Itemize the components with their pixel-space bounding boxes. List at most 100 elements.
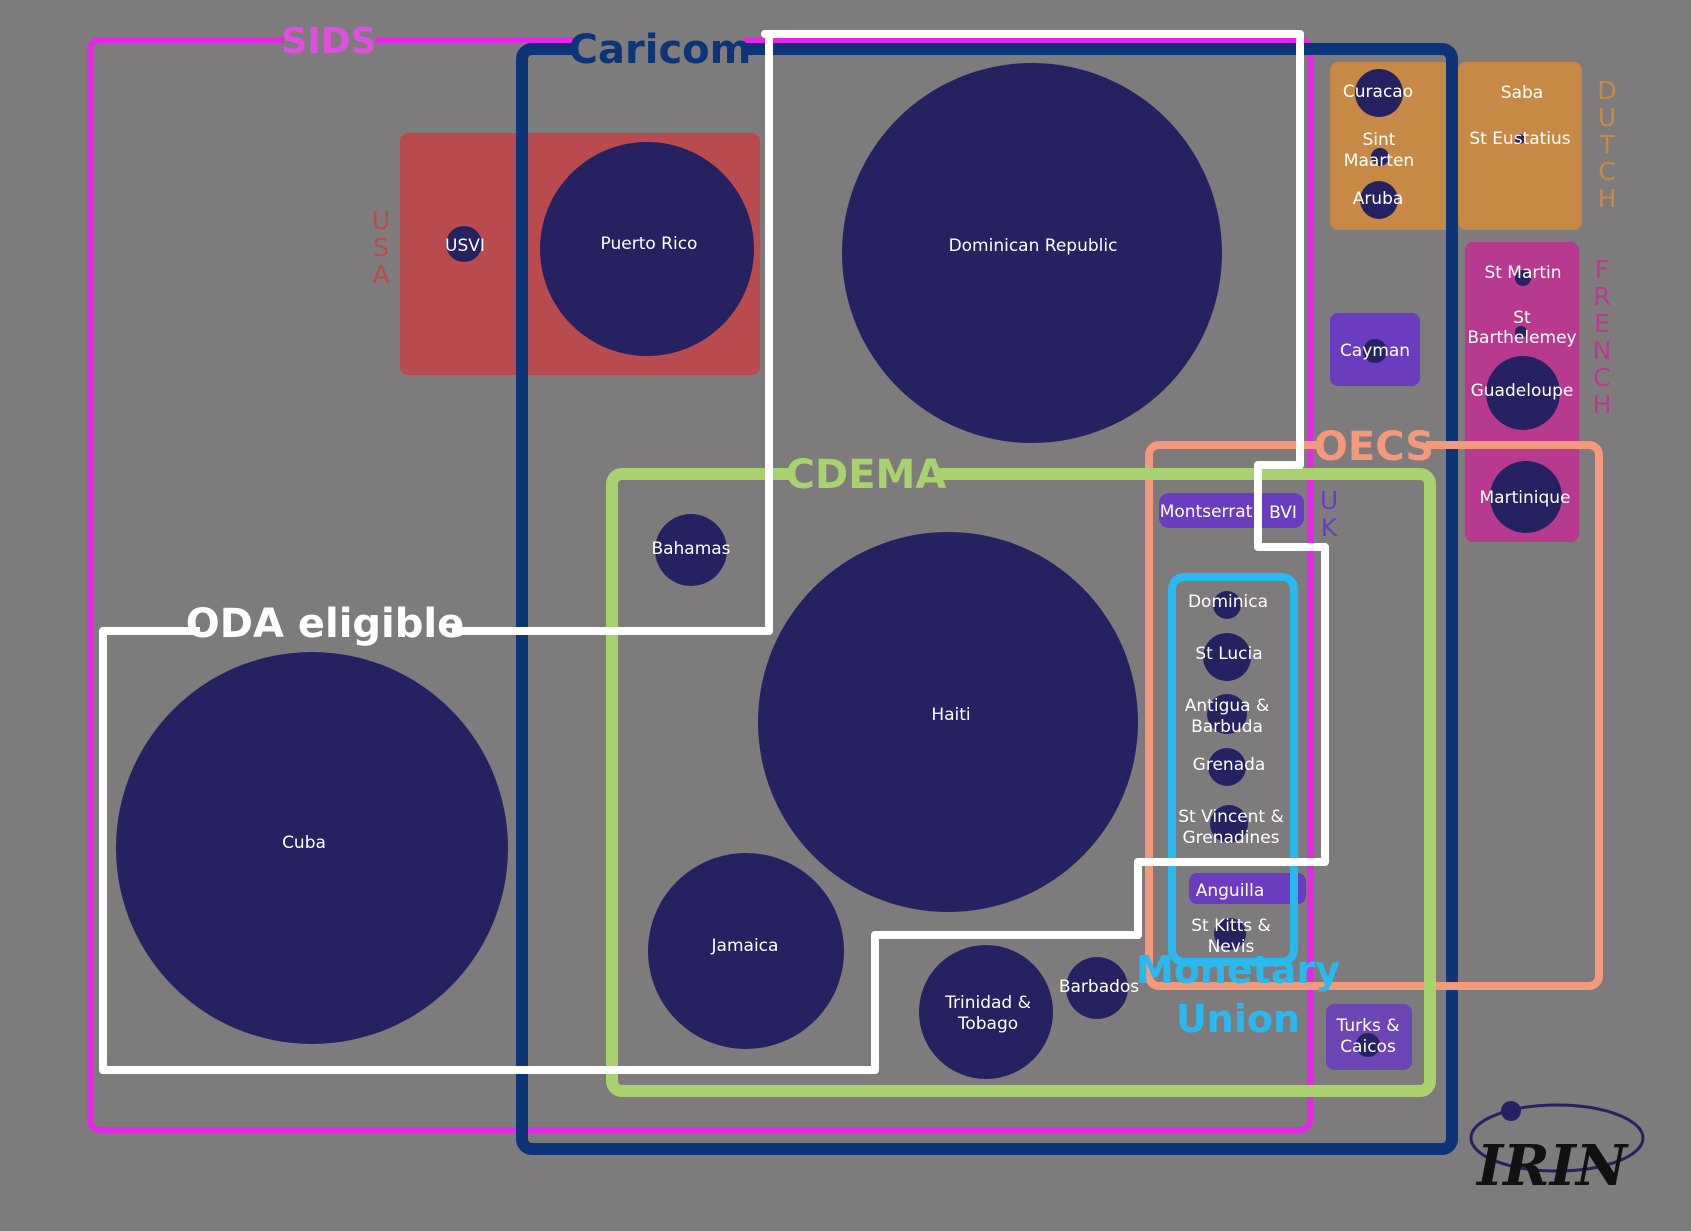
turks-label-line1: Turks &: [1336, 1016, 1400, 1036]
usa-label-letter: A: [372, 260, 389, 289]
uk-label-letter: K: [1321, 513, 1338, 542]
trinidad-label-line1: Trinidad &: [944, 993, 1031, 1013]
st-lucia-label: St Lucia: [1195, 644, 1262, 664]
haiti-circle: [758, 532, 1138, 912]
st-barthelemey-label-line2: Barthelemey: [1467, 328, 1576, 348]
bahamas-label: Bahamas: [651, 539, 730, 559]
turks-label-line2: Caicos: [1340, 1037, 1396, 1057]
guadeloupe-circle: [1486, 356, 1560, 430]
dutch-label-letter: D: [1597, 76, 1616, 105]
uk-label: UK: [1320, 486, 1338, 542]
bvi-label: BVI: [1269, 503, 1297, 523]
oda-label: ODA eligible: [186, 601, 464, 647]
antigua-circle: [1207, 694, 1247, 734]
saba-label: Saba: [1501, 83, 1543, 103]
trinidad-label-line2: Tobago: [957, 1014, 1018, 1034]
puerto-rico-label: Puerto Rico: [601, 234, 698, 254]
monetary-union-outline: [1168, 573, 1298, 966]
curacao-label: Curacao: [1343, 82, 1413, 102]
grenada-label: Grenada: [1193, 755, 1266, 775]
trinidad-circle: [919, 945, 1053, 1079]
curacao-circle: [1355, 69, 1403, 117]
cuba-label: Cuba: [282, 833, 326, 853]
st-barthelemey-circle: [1515, 326, 1527, 338]
irin-logo: IRIN: [1469, 1101, 1645, 1199]
usvi-label: USVI: [445, 236, 485, 256]
irin-logo-orbit: [1469, 1103, 1645, 1173]
barbados-circle: [1066, 957, 1128, 1019]
dutch-label-letter: U: [1598, 103, 1616, 132]
monetary-union-label-line2: Union: [1176, 997, 1300, 1041]
jamaica-circle: [648, 853, 844, 1049]
martinique-circle: [1490, 461, 1562, 533]
aruba-label: Aruba: [1353, 189, 1404, 209]
st-barthelemey-label-line1: St: [1513, 308, 1531, 328]
montserrat-bvi-block: [1159, 493, 1304, 528]
martinique-label: Martinique: [1480, 488, 1571, 508]
aruba-circle: [1360, 181, 1398, 219]
dominica-circle: [1213, 591, 1241, 619]
french-label-letter: C: [1593, 363, 1610, 392]
st-eustatius-label: St Eustatius: [1469, 129, 1570, 149]
oecs-label: OECS: [1314, 424, 1434, 470]
usvi-circle: [446, 226, 482, 262]
french-label-letter: R: [1593, 282, 1610, 311]
barbados-label: Barbados: [1059, 977, 1139, 997]
montserrat-label: Montserrat: [1160, 502, 1253, 522]
cayman-circle: [1363, 339, 1387, 363]
turks-circle: [1356, 1033, 1380, 1057]
uk-label-letter: U: [1320, 486, 1338, 515]
st-martin-circle: [1515, 270, 1531, 286]
cayman-label: Cayman: [1340, 341, 1410, 361]
anguilla-block: [1189, 873, 1306, 904]
st-vincent-label-line2: Grenadines: [1182, 828, 1279, 848]
st-vincent-circle: [1210, 805, 1248, 843]
usa-label-letter: U: [372, 206, 390, 235]
bahamas-circle: [655, 514, 727, 586]
antigua-label-line2: Barbuda: [1191, 717, 1263, 737]
french-label-letter: E: [1594, 309, 1610, 338]
dominica-label: Dominica: [1188, 592, 1268, 612]
caricom-label: Caricom: [569, 27, 752, 73]
cuba-circle: [116, 652, 508, 1044]
sint-maarten-label-line2: Maarten: [1344, 151, 1414, 171]
dominican-republic-label: Dominican Republic: [949, 236, 1118, 256]
irin-logo-dot: [1501, 1101, 1521, 1121]
st-vincent-label-line1: St Vincent &: [1178, 807, 1284, 827]
guadeloupe-label: Guadeloupe: [1471, 381, 1574, 401]
sint-maarten-circle: [1371, 148, 1389, 166]
cdema-outline: [606, 468, 1436, 1097]
sids-label: SIDS: [281, 21, 376, 62]
french-label-letter: F: [1595, 255, 1609, 284]
anguilla-label: Anguilla: [1196, 881, 1265, 901]
st-lucia-circle: [1203, 633, 1251, 681]
st-martin-label: St Martin: [1484, 263, 1561, 283]
french-label-letter: N: [1593, 336, 1612, 365]
usa-label-letter: S: [373, 233, 389, 262]
jamaica-label: Jamaica: [711, 936, 779, 956]
dutch-label-letter: H: [1598, 184, 1617, 213]
antigua-label-line1: Antigua &: [1185, 696, 1269, 716]
monetary-union-label-line1: Monetary: [1136, 948, 1340, 992]
usa-label: USA: [372, 206, 390, 289]
st-eustatius-circle: [1515, 134, 1525, 144]
french-label-letter: H: [1593, 390, 1612, 419]
st-kitts-circle: [1214, 918, 1246, 950]
sint-maarten-label-line1: Sint: [1363, 130, 1396, 150]
caricom-outline: [516, 43, 1458, 1155]
cdema-label: CDEMA: [786, 452, 947, 498]
irin-logo-text: IRIN: [1475, 1133, 1629, 1199]
dutch-territory-block-right: [1458, 62, 1582, 230]
grenada-circle: [1208, 748, 1246, 786]
dutch-label-letter: C: [1598, 157, 1615, 186]
dutch-label-letter: T: [1598, 130, 1615, 159]
st-kitts-label-line2: Nevis: [1208, 937, 1255, 957]
st-kitts-label-line1: St Kitts &: [1191, 916, 1271, 936]
dominican-republic-circle: [842, 63, 1222, 443]
puerto-rico-circle: [540, 142, 754, 356]
haiti-label: Haiti: [931, 705, 970, 725]
